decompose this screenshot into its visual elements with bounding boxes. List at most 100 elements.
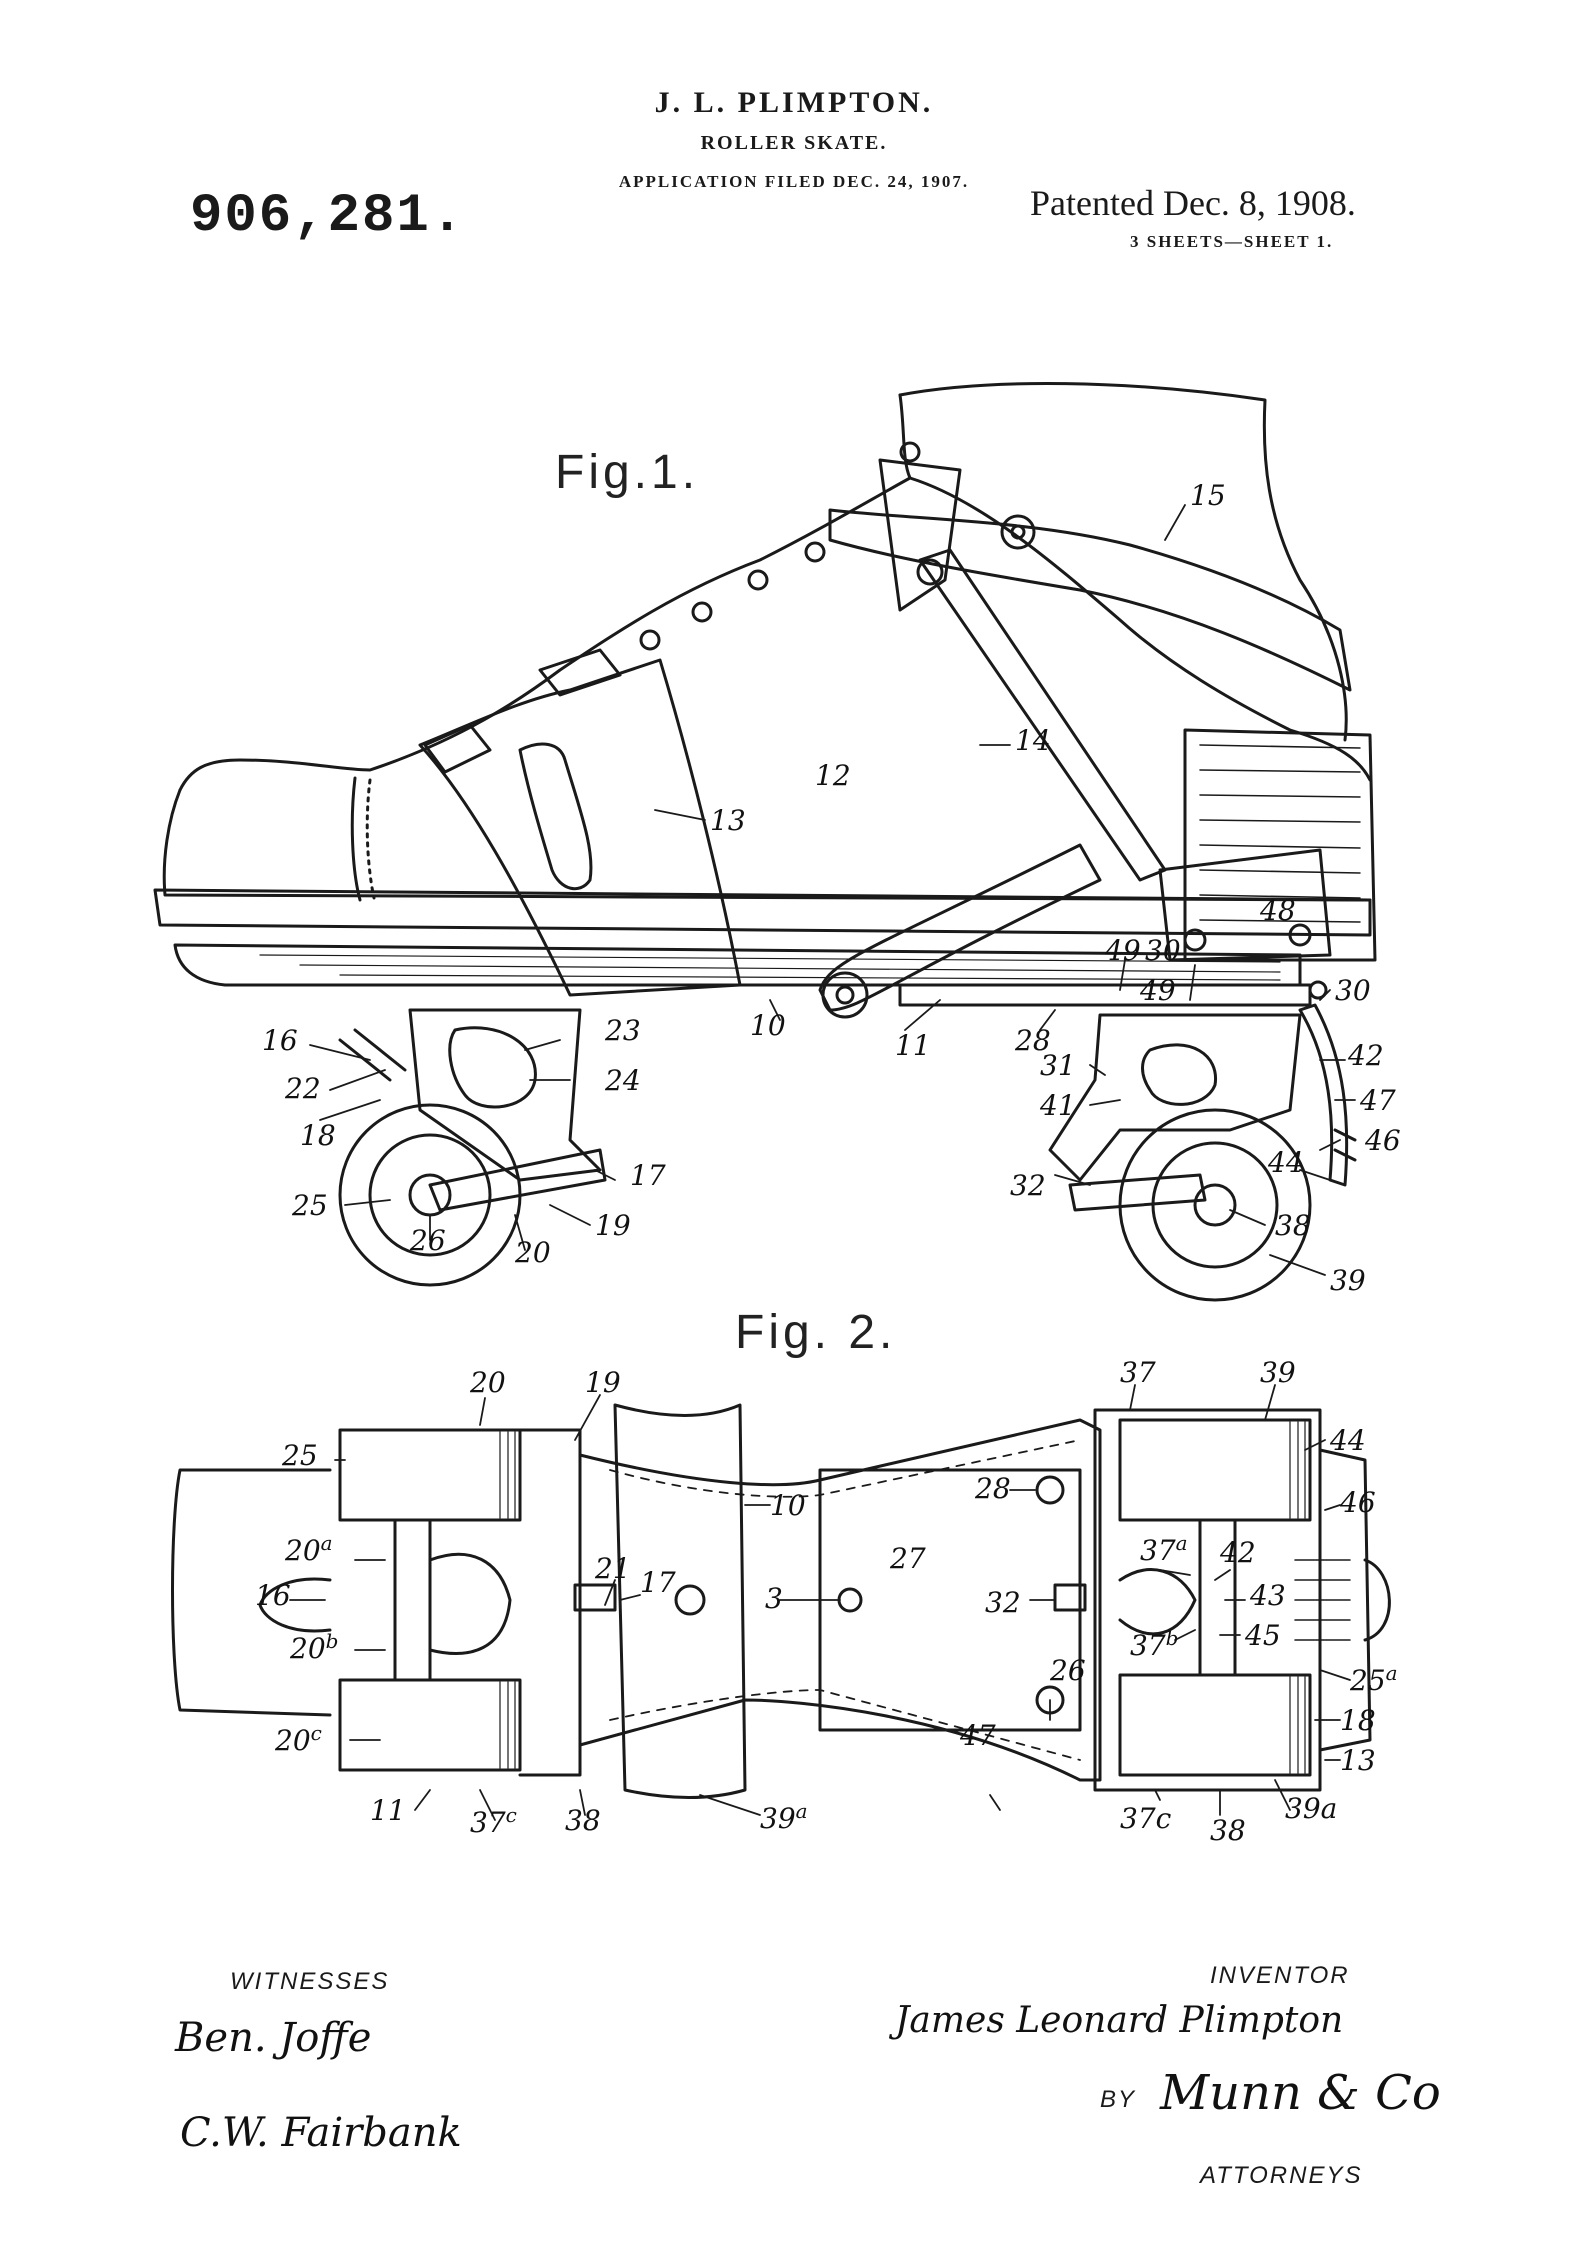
ref-label: 37 <box>1120 1356 1156 1389</box>
attorneys-label: ATTORNEYS <box>1200 2162 1363 2189</box>
toe-strap-slot <box>518 742 593 891</box>
rear-wheel-top-lines <box>1289 1421 1306 1519</box>
rear-stud-32 <box>1053 1583 1087 1612</box>
front-axle <box>393 1518 432 1682</box>
ref-label: 42 <box>1219 1536 1256 1569</box>
strap-13-bolt <box>674 1584 706 1616</box>
ref-label: 44 <box>1267 1146 1304 1179</box>
ref-label: 18 <box>300 1119 336 1152</box>
ref-label: 15 <box>1190 479 1226 512</box>
boot-toe-cap <box>350 776 362 902</box>
eyelet <box>639 629 661 651</box>
fig1-drawing: 15 14 12 13 16 22 18 23 24 10 11 28 30 4… <box>153 382 1401 1302</box>
ref-label: 26 <box>1049 1654 1086 1687</box>
front-plate-outline <box>171 1468 332 1717</box>
toe-strap <box>418 658 742 997</box>
ref-label: 14 <box>1015 724 1051 757</box>
rear-bolt-48 <box>1308 980 1328 1000</box>
front-axle-arm <box>428 1148 607 1212</box>
boot-ankle-front <box>898 393 912 480</box>
ref-label: 41 <box>1039 1089 1076 1122</box>
heel-lines <box>1199 744 1361 923</box>
fig1-ref-labels: 15 14 12 13 16 22 18 23 24 10 11 28 30 4… <box>262 479 1401 1297</box>
rear-wheel-bottom-lines <box>1289 1676 1306 1774</box>
front-truck-frame <box>518 1428 582 1777</box>
ref-label: 11 <box>895 1029 931 1062</box>
ref-label: 47 <box>1359 1084 1396 1117</box>
ref-label: 39 <box>1330 1264 1366 1297</box>
ref-label: 23 <box>604 1014 641 1047</box>
ref-label: 42 <box>1347 1039 1384 1072</box>
witness-signature-1: Ben. Joffe <box>175 2015 372 2061</box>
heel-bolt <box>1183 928 1207 952</box>
center-plate-box <box>818 1468 1082 1732</box>
rear-spring <box>1333 1128 1357 1162</box>
ref-label: 11 <box>370 1794 406 1827</box>
front-truck <box>408 1008 602 1182</box>
strap-rivet-inner <box>1010 524 1026 540</box>
fig2-ref-labels: 20 19 25 10 28 37 39 44 46 20a 16 21 17 … <box>255 1356 1398 1847</box>
front-wheel <box>338 1103 522 1287</box>
bolt-28-top <box>1035 1475 1065 1505</box>
front-wheel-bottom <box>338 1678 522 1772</box>
rear-wheel-bottom <box>1118 1673 1312 1777</box>
ref-label: 39a <box>1285 1792 1337 1825</box>
boot-sole <box>153 888 1372 937</box>
heel-block <box>1183 728 1377 962</box>
rear-truck <box>1048 1013 1302 1182</box>
boot-toe <box>162 788 1372 902</box>
rear-cushion <box>1141 1043 1218 1106</box>
ref-label: 38 <box>1275 1209 1311 1242</box>
ref-label: 32 <box>985 1586 1021 1619</box>
ref-label: 20c <box>274 1721 322 1757</box>
bolt-27 <box>837 1587 863 1613</box>
ref-label: 37c <box>1120 1802 1172 1835</box>
ref-label: 28 <box>974 1472 1011 1505</box>
ref-label: 19 <box>585 1366 621 1399</box>
front-wheel-top-lines <box>499 1431 516 1519</box>
ref-label: 39a <box>760 1799 808 1835</box>
ref-label: 20a <box>284 1531 333 1567</box>
ref-label: 24 <box>604 1064 641 1097</box>
ref-label: 20 <box>514 1236 551 1269</box>
fig2-label: Fig. 2. <box>735 1306 897 1359</box>
rear-plate <box>898 983 1312 1007</box>
foot-plate-hatch <box>259 954 1281 981</box>
link-pivot-inner <box>835 985 855 1005</box>
strap-13 <box>613 1403 747 1799</box>
rear-wheel <box>1118 1108 1312 1302</box>
ref-label: 44 <box>1329 1424 1366 1457</box>
ref-label: 18 <box>1340 1704 1376 1737</box>
patent-number: 906,281. <box>190 186 466 247</box>
ref-label: 19 <box>595 1209 631 1242</box>
ref-label: 48 <box>1259 894 1296 927</box>
ref-label: 38 <box>565 1804 601 1837</box>
ref-label: 3 <box>765 1582 783 1615</box>
ref-label: 37a <box>1140 1531 1188 1567</box>
strap-rivet <box>1000 514 1036 550</box>
ref-label: 46 <box>1339 1486 1376 1519</box>
front-king-pin <box>338 1028 407 1082</box>
front-link <box>818 843 1102 1012</box>
rear-wheel-top <box>1118 1418 1312 1522</box>
ref-label: 21 <box>594 1552 631 1585</box>
ref-label: 10 <box>770 1489 806 1522</box>
rear-stop <box>1363 1558 1391 1642</box>
ref-label: 49 <box>1139 974 1176 1007</box>
ref-label: 37b <box>1130 1626 1178 1662</box>
rear-wheel-rim <box>1151 1141 1279 1269</box>
ref-label: 10 <box>750 1009 786 1042</box>
rear-axle <box>1198 1518 1237 1677</box>
front-stem <box>258 1577 332 1633</box>
eyelet <box>899 441 921 463</box>
ref-label: 13 <box>710 804 746 837</box>
strap-bracket <box>878 458 962 612</box>
heel-bracket <box>1158 848 1332 962</box>
ref-label: 27 <box>889 1542 926 1575</box>
by-label: BY <box>1100 2086 1137 2113</box>
ref-label: 30 <box>1145 934 1181 967</box>
inventor-signature: James Leonard Plimpton <box>895 2000 1344 2041</box>
application-line: APPLICATION FILED DEC. 24, 1907. <box>618 172 970 191</box>
eyelet <box>747 569 769 591</box>
